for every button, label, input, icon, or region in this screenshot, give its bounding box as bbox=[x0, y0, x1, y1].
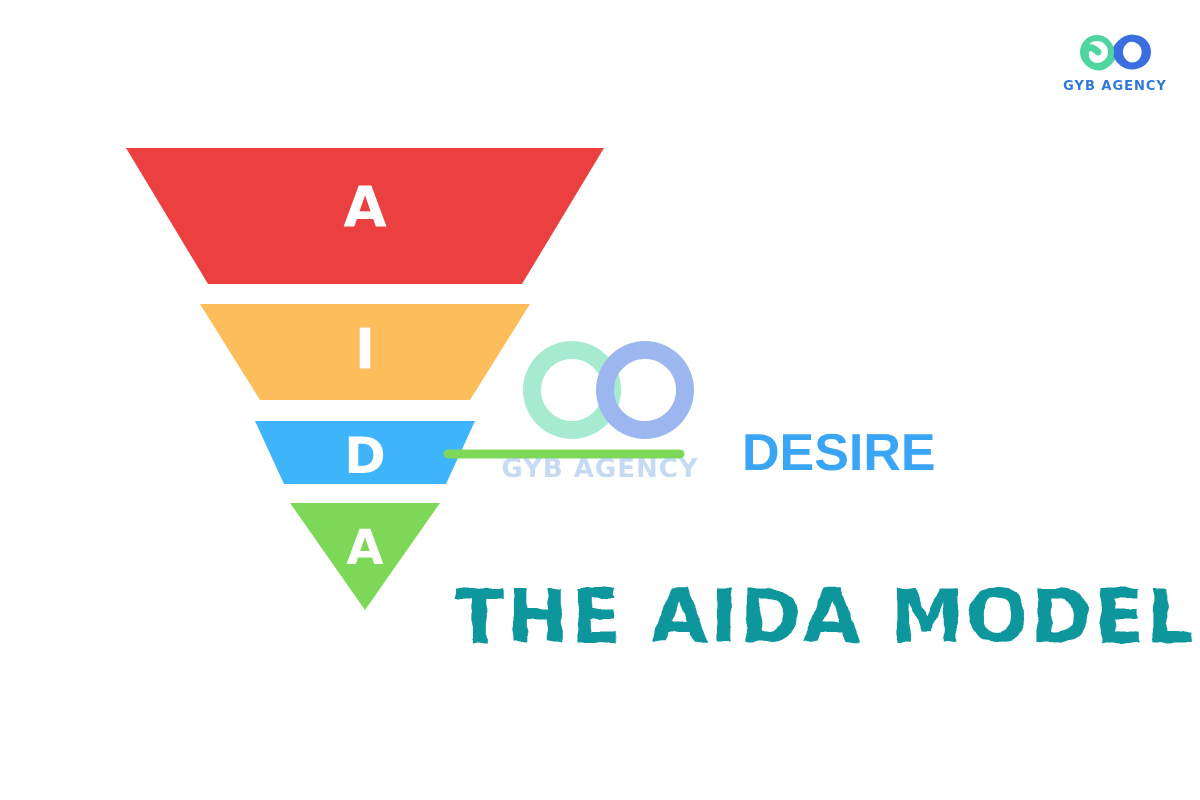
brand-logo: GYB AGENCY bbox=[1063, 34, 1167, 94]
funnel-letter-attention: A bbox=[343, 176, 387, 241]
funnel-stage-interest bbox=[200, 304, 530, 400]
funnel-stage-desire bbox=[255, 421, 475, 484]
aida-funnel: A I D A bbox=[126, 148, 604, 610]
funnel-letter-interest: I bbox=[355, 318, 376, 383]
funnel-letter-action: A bbox=[346, 520, 383, 576]
watermark-text: GYB AGENCY bbox=[501, 454, 699, 484]
watermark-logo: GYB AGENCY bbox=[501, 341, 699, 484]
gyb-infinity-logo-icon bbox=[1080, 34, 1151, 71]
brand-name-text: GYB AGENCY bbox=[1063, 79, 1167, 94]
diagram-title: THE AIDA MODEL bbox=[454, 574, 1196, 660]
gyb-infinity-watermark-icon bbox=[523, 341, 694, 439]
desire-label: DESIRE bbox=[742, 424, 936, 482]
funnel-stage-attention bbox=[126, 148, 604, 284]
funnel-letter-desire: D bbox=[344, 427, 386, 485]
funnel-stage-action bbox=[290, 503, 440, 610]
